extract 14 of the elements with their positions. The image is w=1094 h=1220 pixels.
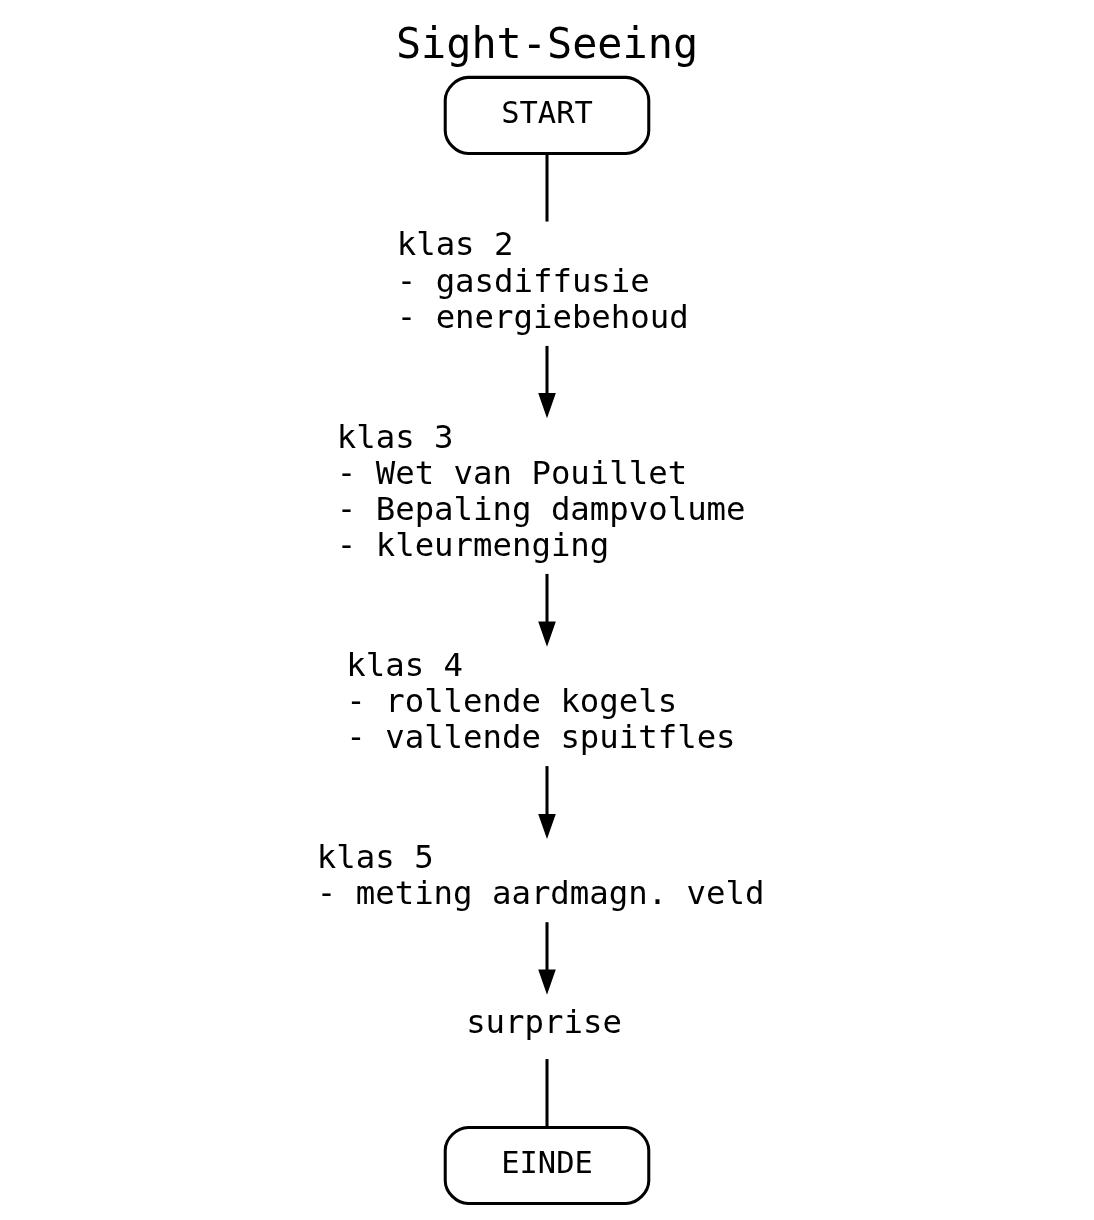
connector xyxy=(545,153,549,222)
arrow xyxy=(538,922,556,995)
node-box: EINDE xyxy=(443,1125,651,1205)
arrow xyxy=(538,766,556,840)
connector xyxy=(545,1059,549,1127)
node-text: klas 2 - gasdiffusie - energiebehoud xyxy=(396,225,689,336)
arrow xyxy=(538,345,556,419)
node-text: surprise xyxy=(466,1002,622,1041)
node-text: klas 3 - Wet van Pouillet - Bepaling dampvolume - kleurmenging xyxy=(336,417,746,564)
node-text: klas 4 - rollende kogels - vallende spuitfles xyxy=(346,645,736,757)
diagram-title: Sight-Seeing xyxy=(395,18,699,68)
arrow xyxy=(538,573,556,647)
node-text: klas 5 - meting aardmagn. veld xyxy=(316,837,765,913)
node-box: START xyxy=(443,75,651,155)
